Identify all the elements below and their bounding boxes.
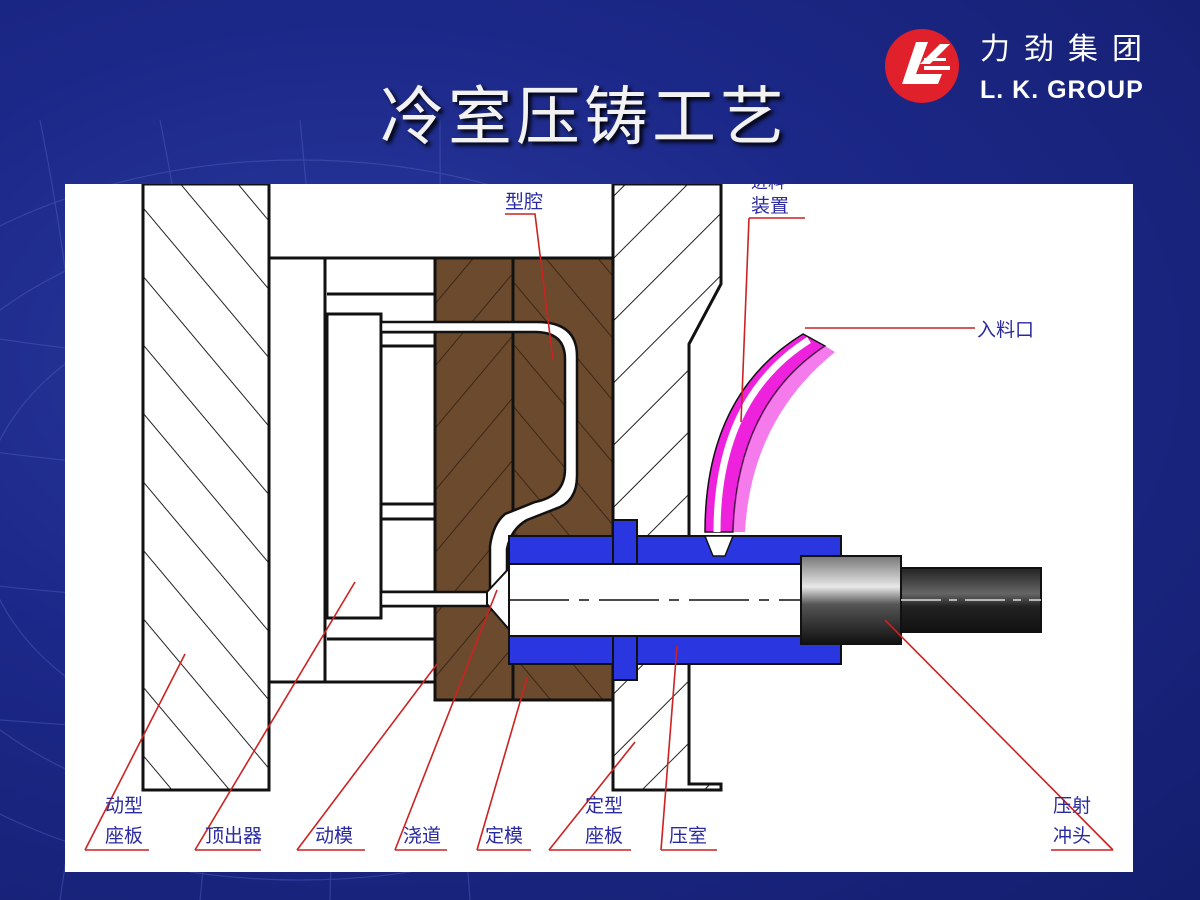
label-feeder-top: 进料 [751, 184, 785, 193]
cavity-shape [379, 320, 579, 608]
label-plunger-1: 压射 [1053, 795, 1091, 817]
label-moving-platen-1: 动型 [105, 795, 143, 817]
label-feeder-bottom: 装置 [751, 195, 789, 217]
label-shot-sleeve: 压室 [669, 825, 707, 847]
die-casting-diagram-panel: 型腔 进料 装置 入料口 动型 座板 顶出器 动模 浇道 定模 定型 座板 压室… [65, 184, 1133, 872]
label-fixed-die: 定模 [485, 825, 523, 847]
cold-chamber-die-casting-diagram: 型腔 进料 装置 入料口 动型 座板 顶出器 动模 浇道 定模 定型 座板 压室… [84, 184, 1114, 851]
label-inlet: 入料口 [977, 319, 1034, 341]
logo-chinese-name: 力劲集团 [980, 32, 1156, 67]
slide-title: 冷室压铸工艺 [380, 81, 788, 155]
label-plunger-2: 冲头 [1053, 825, 1091, 847]
feeder-shape [704, 333, 838, 533]
fixed-platen-shape [611, 184, 723, 792]
label-moving-platen-2: 座板 [105, 825, 143, 847]
label-fixed-platen-2: 座板 [585, 825, 623, 847]
plunger-shape [800, 555, 1042, 645]
label-cavity: 型腔 [505, 191, 543, 213]
logo-english-name: L. K. GROUP [980, 76, 1144, 104]
logo-mark-icon [885, 29, 959, 103]
label-moving-die: 动模 [315, 825, 353, 847]
label-fixed-platen-1: 定型 [585, 795, 623, 817]
company-logo: 力劲集团 L. K. GROUP [880, 26, 1180, 106]
label-ejector: 顶出器 [205, 825, 262, 847]
leader-lines [84, 213, 1114, 851]
label-runner: 浇道 [403, 825, 441, 847]
